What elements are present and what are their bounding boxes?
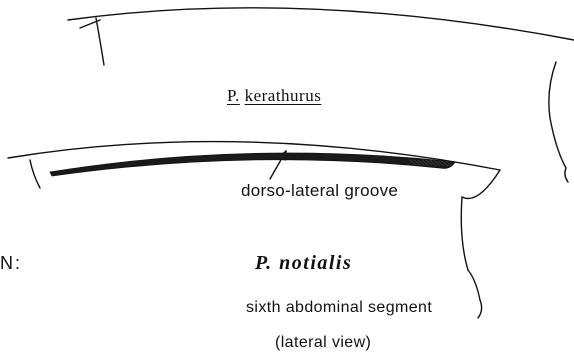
caption-view: (lateral view) bbox=[275, 335, 371, 351]
cropped-left-text: N: bbox=[0, 254, 22, 272]
caption-segment: sixth abdominal segment bbox=[246, 300, 432, 316]
genus-abbreviation: P. bbox=[227, 86, 240, 105]
dorso-lateral-groove-band bbox=[50, 153, 455, 176]
groove-label: dorso-lateral groove bbox=[241, 182, 398, 199]
species-label-kerathurus: P. kerathurus bbox=[227, 87, 321, 104]
species-epithet: kerathurus bbox=[245, 86, 322, 105]
species-label-notialis: P. notialis bbox=[255, 253, 352, 273]
